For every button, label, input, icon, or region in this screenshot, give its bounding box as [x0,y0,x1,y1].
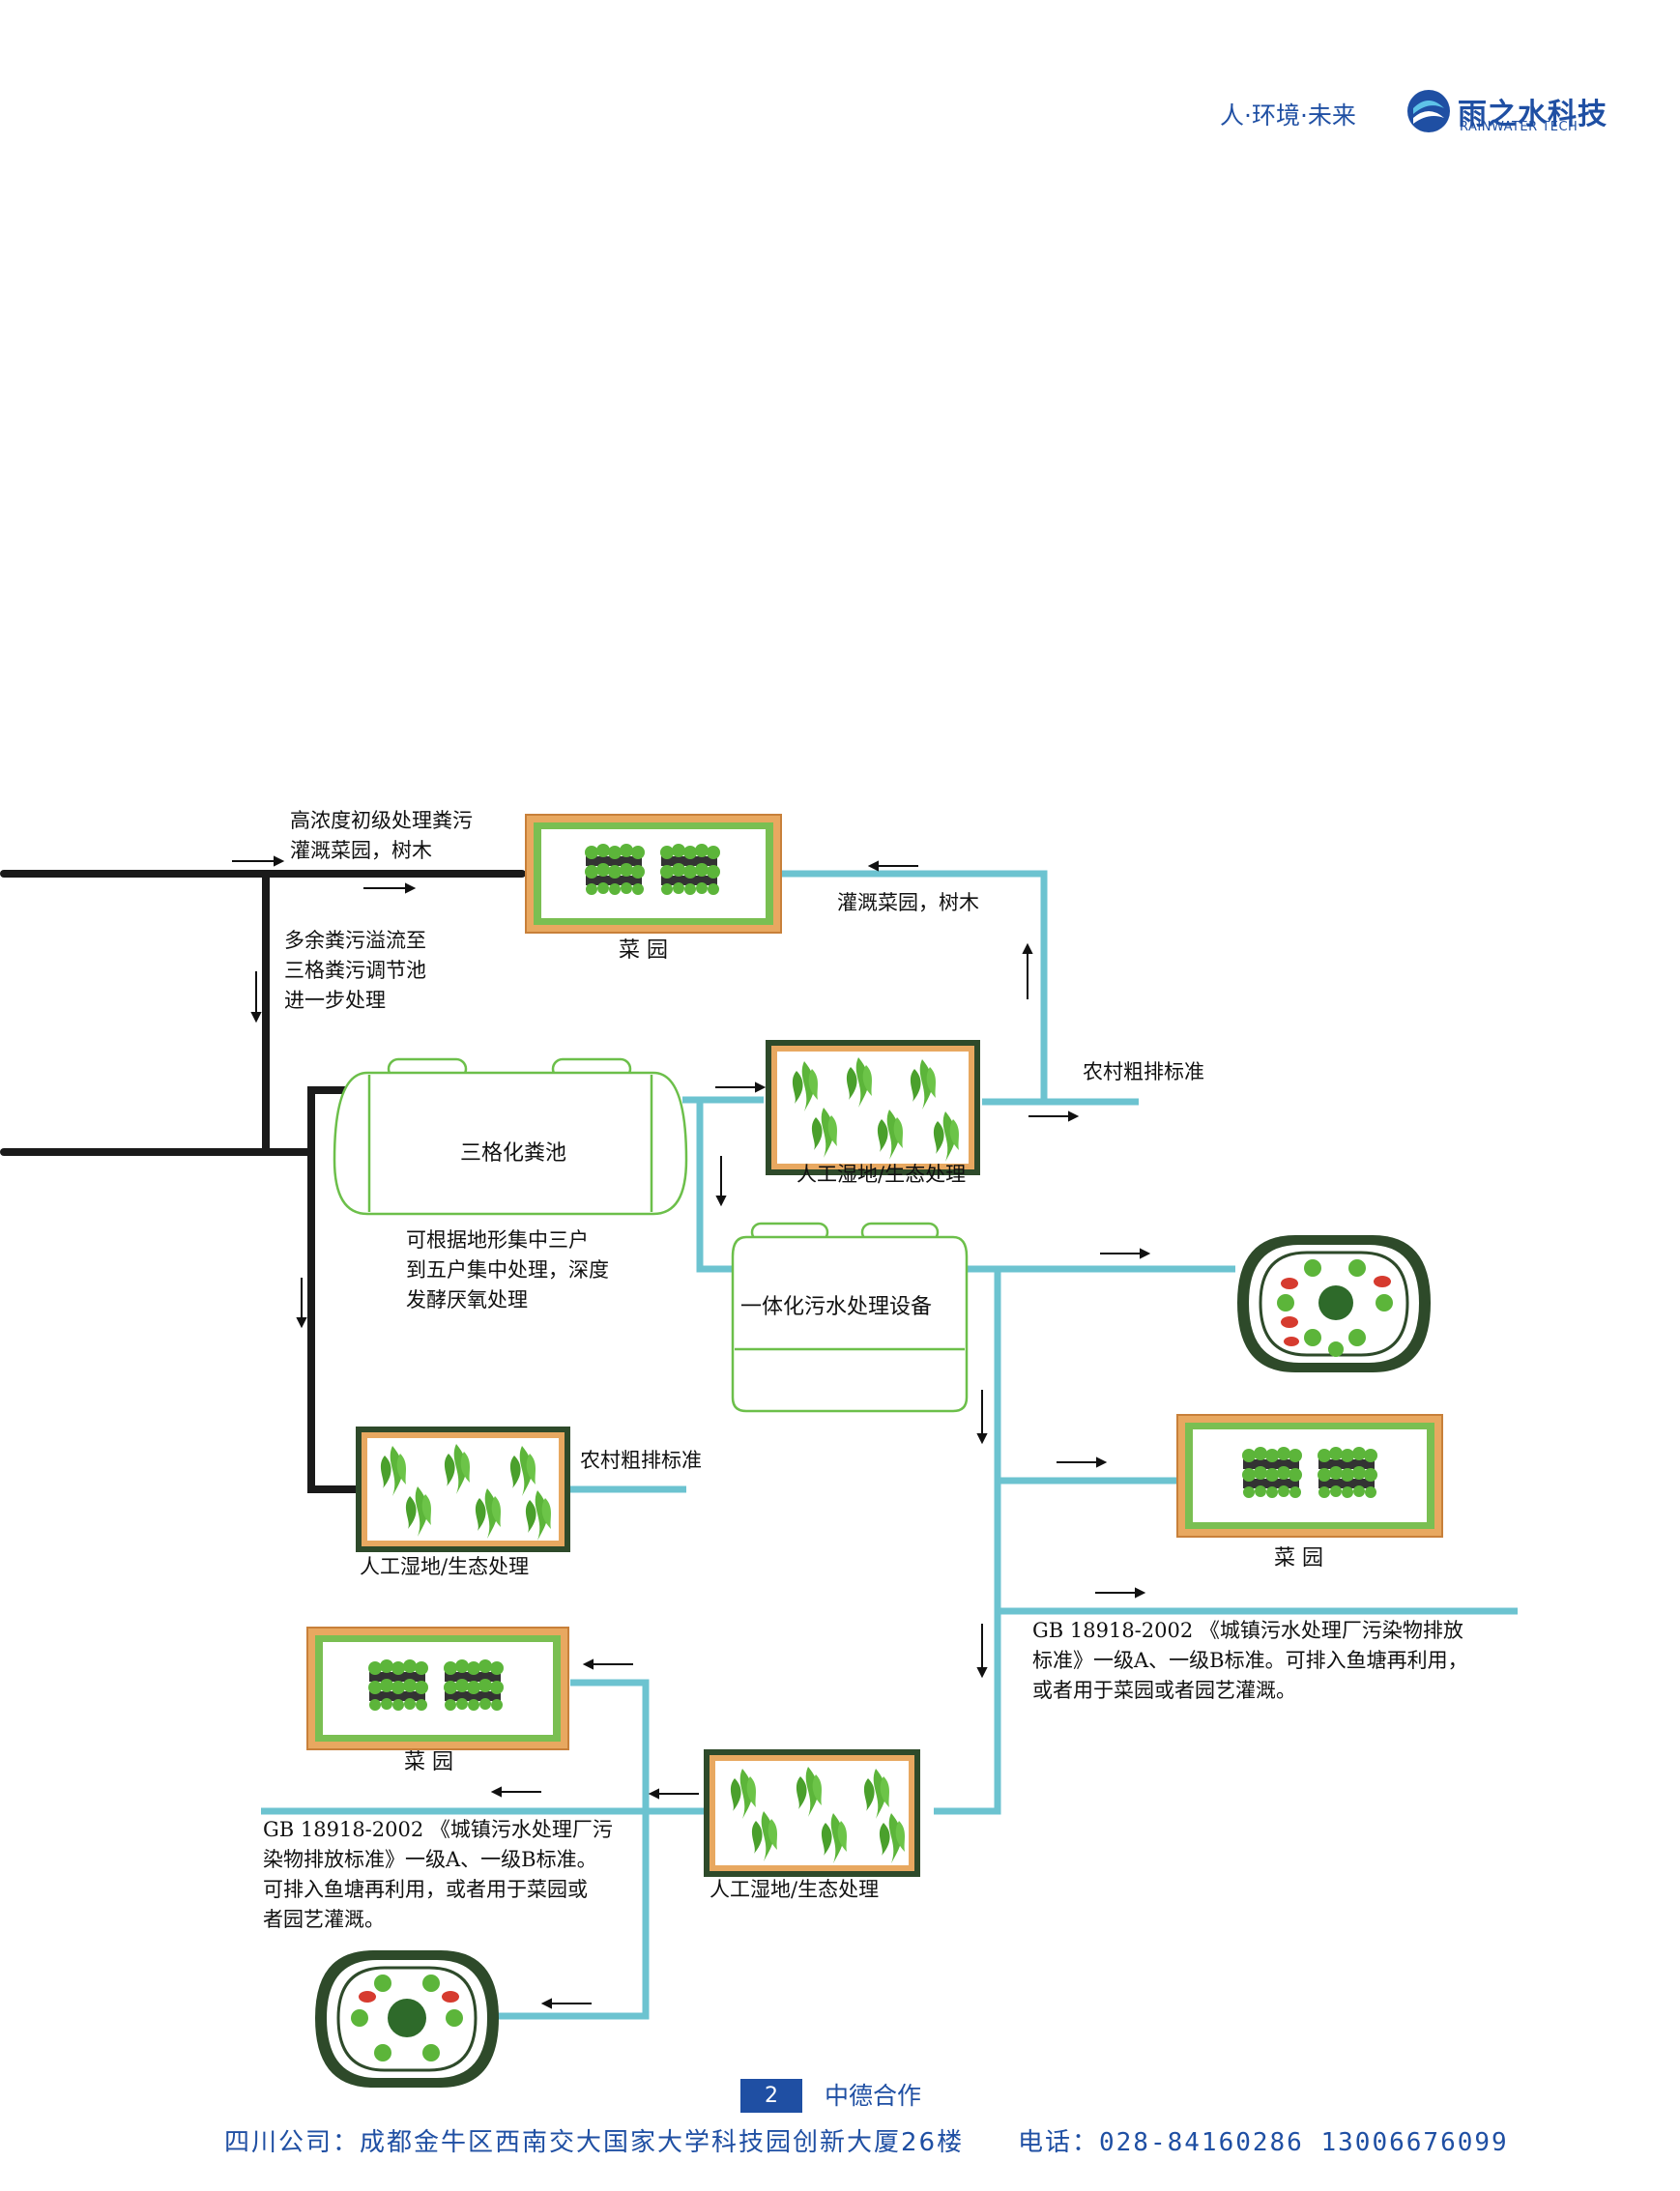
label-integrated-equipment: 一体化污水处理设备 [740,1295,933,1319]
wetland-top [766,1040,980,1175]
page-number: 2 [740,2079,802,2113]
label-overflow-2: 三格粪污调节池 [284,959,426,982]
label-gb-right-2: 标准》一级A、一级B标准。可排入鱼塘再利用， [1032,1649,1468,1672]
label-top-pipe-2: 灌溉菜园，树木 [290,839,432,862]
label-gb-right-1: GB 18918-2002 《城镇污水处理厂污染物排放 [1032,1619,1463,1642]
label-garden-top: 菜 园 [619,938,668,963]
label-gb-left-2: 染物排放标准》一级A、一级B标准。 [263,1848,597,1871]
fish-pond-bottom [315,1950,499,2088]
label-overflow-3: 进一步处理 [284,989,386,1012]
label-wetland-top: 人工湿地/生态处理 [797,1163,967,1186]
label-gb-left-3: 可排入鱼塘再利用，或者用于菜园或 [263,1878,588,1901]
header-slogan: 人·环境·未来 [1220,101,1356,130]
label-irrigate-right: 灌溉菜园，树木 [837,891,979,914]
label-top-pipe-1: 高浓度初级处理粪污 [290,809,473,832]
footer-phone: 电话：028-84160286 13006676099 [1018,2128,1509,2157]
label-garden-bottom: 菜 园 [404,1750,453,1774]
logo-text-en: RAINWATER TECH [1460,120,1579,134]
label-rural-standard-right: 农村粗排标准 [1083,1060,1204,1083]
garden-right [1176,1414,1443,1538]
label-septic-note-2: 到五户集中处理，深度 [406,1258,609,1282]
label-gb-left-4: 者园艺灌溉。 [263,1908,385,1931]
garden-top [525,814,782,934]
label-septic-tank: 三格化粪池 [460,1141,567,1166]
label-overflow-1: 多余粪污溢流至 [284,929,426,952]
label-septic-note-3: 发酵厌氧处理 [406,1288,528,1312]
wetland-left [356,1427,570,1552]
label-gb-right-3: 或者用于菜园或者园艺灌溉。 [1032,1679,1296,1702]
garden-bottom [306,1627,569,1750]
page-title: 中德合作 [825,2082,922,2110]
label-garden-right: 菜 园 [1274,1546,1323,1571]
label-wetland-left: 人工湿地/生态处理 [360,1555,530,1578]
integrated-equipment [731,1222,969,1413]
footer-address: 四川公司：成都金牛区西南交大国家大学科技园创新大厦26楼 [224,2128,965,2157]
septic-tank [333,1057,688,1216]
label-rural-standard-left: 农村粗排标准 [580,1449,702,1472]
label-septic-note-1: 可根据地形集中三户 [406,1228,589,1252]
logo-text-cn: 雨之水科技 [1458,98,1608,131]
wetland-bottom [704,1749,920,1877]
label-wetland-bottom: 人工湿地/生态处理 [710,1878,880,1901]
fish-pond-right [1237,1235,1431,1372]
label-gb-left-1: GB 18918-2002 《城镇污水处理厂污 [263,1818,613,1841]
